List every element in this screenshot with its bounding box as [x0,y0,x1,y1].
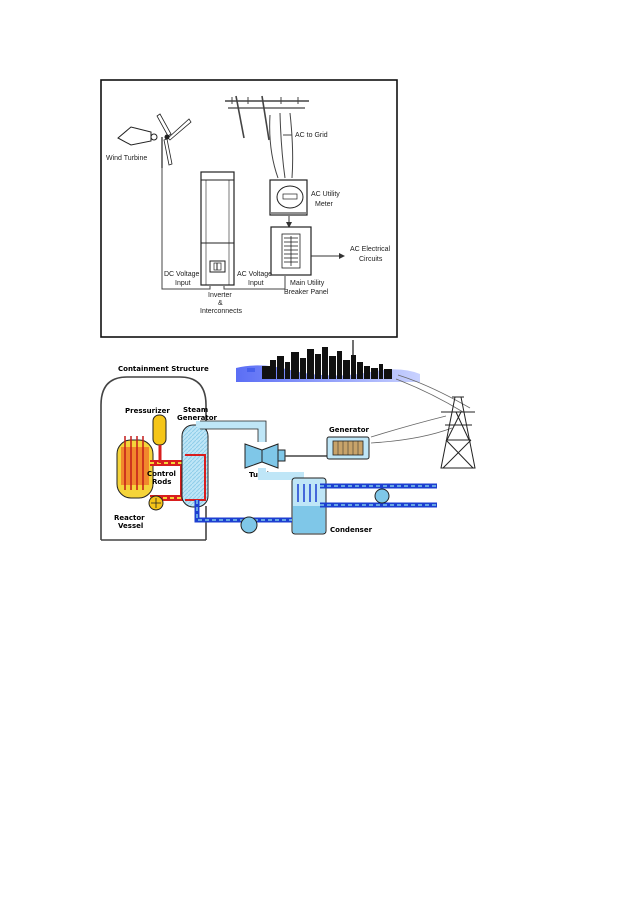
ac-voltage-label-1: AC Voltage [237,271,272,278]
steam-line [196,421,266,442]
containment-structure [100,376,207,540]
inverter-label-3: Interconnects [200,308,243,315]
utility-pole-icon [225,95,309,179]
cooling-pump-icon [374,488,390,504]
steam-generator-label-2: Generator [177,414,218,422]
steam-generator-label-1: Steam [183,406,208,414]
breaker-panel-label-1: Main Utility [290,280,325,287]
reactor-vessel [116,436,154,499]
ac-utility-meter-label-1: AC Utility [311,191,340,198]
pressurizer-tank [152,414,167,446]
ac-voltage-label-2: Input [248,280,264,287]
control-rods-label-1: Control [147,470,176,478]
ac-to-grid-label: AC to Grid [295,132,328,139]
city-skyline-icon [236,340,420,382]
condenser [291,477,327,535]
reactor-vessel-label-1: Reactor [114,514,145,522]
ac-electrical-circuits-label-1: AC Electrical [350,246,391,253]
breaker-panel-label-2: Breaker Panel [284,289,329,296]
ac-utility-meter-label-2: Meter [315,201,334,208]
transmission-tower-icon [440,396,476,469]
nuclear-plant-diagram: Containment Structure Pressurizer Contro… [100,340,476,541]
ac-electrical-circuits-label-2: Circuits [359,256,383,263]
control-rods-label-2: Rods [152,478,171,486]
wind-diagram-frame [100,79,398,338]
generator [326,436,370,460]
dc-voltage-label-1: DC Voltage [164,271,200,278]
transmission-lines [370,374,471,444]
dc-voltage-label-2: Input [175,280,191,287]
steam-generator [181,424,209,508]
wind-turbine-system-diagram: Wind Turbine AC to Grid AC Utility Meter [100,79,398,338]
wind-wiring [161,168,286,290]
containment-structure-label: Containment Structure [118,365,209,373]
inverter-label-1: Inverter [208,292,232,299]
wind-turbine-label: Wind Turbine [106,155,147,162]
reactor-vessel-label-2: Vessel [118,522,143,530]
inverter-cabinet-icon [200,171,235,286]
breaker-panel-icon [270,226,312,276]
feedwater-loop [194,500,292,523]
utility-meter-icon [269,179,308,216]
inverter-label-2: & [218,300,223,307]
cooling-water-loops [320,483,437,508]
pressurizer-label: Pressurizer [125,407,170,415]
feedwater-pump-icon [240,516,258,534]
turbine [244,443,286,469]
wind-turbine-icon [117,113,192,168]
condenser-label: Condenser [330,526,373,534]
generator-label: Generator [329,426,370,434]
